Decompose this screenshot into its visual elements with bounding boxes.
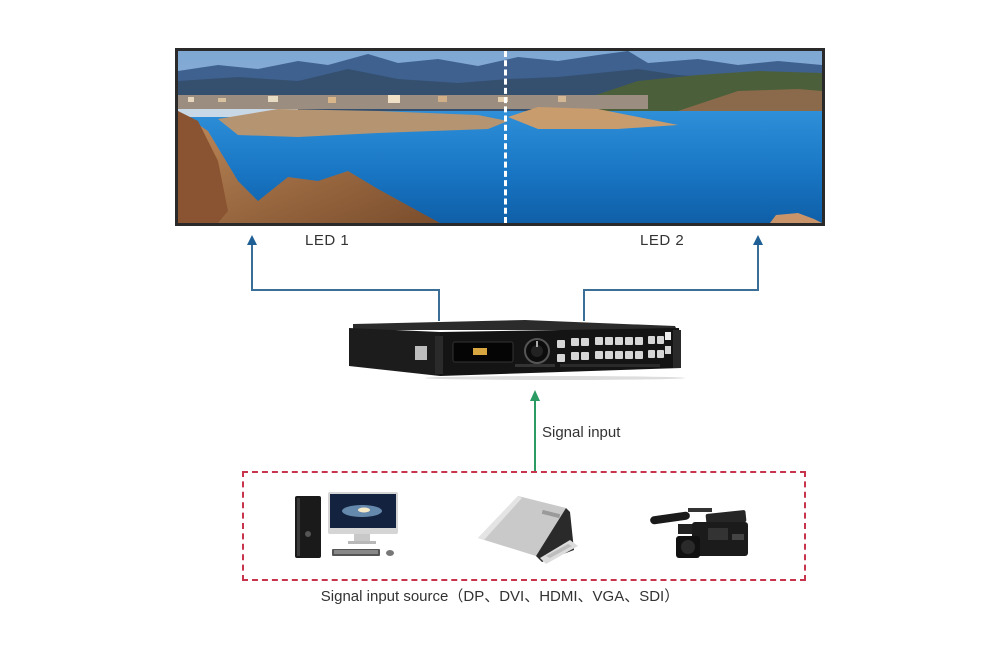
signal-source-caption: Signal input source（DP、DVI、HDMI、VGA、SDI）	[320, 588, 680, 605]
signal-input-label: Signal input	[542, 424, 621, 441]
desktop-computer	[292, 492, 402, 562]
landscape-image	[178, 51, 822, 223]
led-2-connector-vertical	[757, 244, 759, 291]
led-1-label: LED 1	[305, 232, 350, 249]
video-camera	[648, 504, 758, 564]
led-2-connector-drop	[583, 289, 585, 321]
panel-divider	[504, 51, 507, 223]
led-1-connector-drop	[438, 289, 440, 321]
video-processor-icon	[349, 320, 685, 380]
laptop-icon	[478, 496, 578, 564]
led-wall	[175, 48, 825, 226]
desktop-pc-icon	[295, 492, 398, 558]
arrow-up-icon	[247, 235, 257, 245]
signal-input-line	[534, 400, 536, 471]
led-1-connector-vertical	[251, 244, 253, 291]
led-2-connector-horizontal	[583, 289, 759, 291]
laptop	[470, 494, 580, 566]
arrow-up-icon	[753, 235, 763, 245]
signal-source-group	[242, 471, 806, 581]
camcorder-icon	[650, 508, 748, 558]
led-1-connector-horizontal	[251, 289, 440, 291]
led-2-label: LED 2	[640, 232, 685, 249]
video-processor	[345, 318, 685, 380]
arrow-up-icon	[530, 390, 540, 401]
